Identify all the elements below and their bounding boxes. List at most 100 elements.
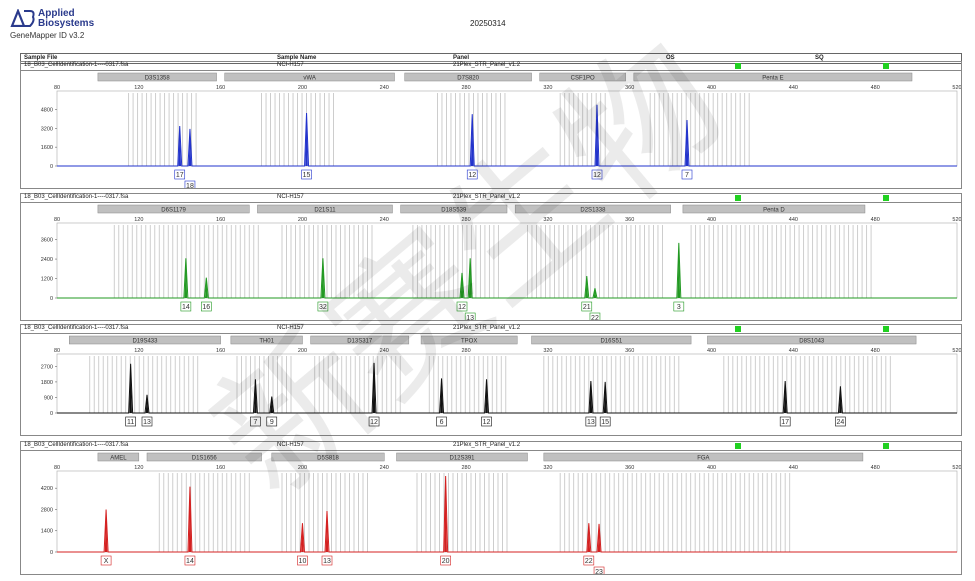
panel-name: 21Plex_STR_Panel_v1.2 <box>453 325 521 331</box>
x-tick-label: 160 <box>216 348 225 354</box>
y-tick-label: 4200 <box>41 486 53 492</box>
locus-label: D18S539 <box>441 208 467 214</box>
locus-label: TPOX <box>461 339 477 345</box>
y-tick-label: 4800 <box>41 107 53 113</box>
x-tick-label: 200 <box>298 217 307 223</box>
allele-label-box <box>201 301 212 312</box>
allele-label-box <box>368 416 380 427</box>
allele-label: 14 <box>182 304 190 311</box>
sample-name: NCI-H157 <box>277 442 304 448</box>
allele-label-box <box>466 169 478 180</box>
allele-label: 20 <box>442 558 450 565</box>
sample-name: NCI-H157 <box>277 62 304 68</box>
peak-mark <box>587 523 591 552</box>
sq-quality-flag <box>883 63 889 69</box>
locus-label: TH01 <box>259 339 274 345</box>
x-tick-label: 520 <box>952 85 961 91</box>
allele-label: X <box>104 558 109 565</box>
peak-mark <box>444 476 447 552</box>
x-tick-label: 80 <box>54 217 60 223</box>
allele-label-box <box>174 169 186 180</box>
x-tick-label: 80 <box>54 348 60 354</box>
allele-label-box <box>599 416 611 427</box>
electropherogram-panel: 18_B03_CellIdentification-1----0317.fsa N… <box>20 324 962 436</box>
allele-label-box <box>250 416 261 427</box>
locus-label: D13S317 <box>347 339 373 345</box>
peak-mark <box>145 394 149 413</box>
locus-bar <box>420 335 518 345</box>
x-tick-label: 120 <box>134 217 143 223</box>
allele-label: 13 <box>587 419 595 426</box>
locus-bar <box>97 72 217 82</box>
trace-line <box>57 104 957 167</box>
plot-frame <box>56 353 958 414</box>
allele-label: 6 <box>440 419 444 426</box>
y-tick-label: 1400 <box>41 529 53 535</box>
allele-label-box <box>321 555 333 566</box>
allele-label: 13 <box>143 419 151 426</box>
y-tick-label: 3600 <box>41 238 53 244</box>
sample-name: NCI-H157 <box>277 194 304 200</box>
x-tick-label: 360 <box>625 85 634 91</box>
allele-label: 14 <box>186 558 194 565</box>
allele-label-box <box>464 312 476 320</box>
allele-label: 24 <box>837 419 845 426</box>
sample-file: 18_B03_CellIdentification-1----0317.fsa <box>24 194 129 200</box>
allele-label-box <box>581 301 593 312</box>
x-tick-label: 280 <box>461 348 470 354</box>
peak-mark <box>184 258 188 298</box>
x-tick-label: 280 <box>461 217 470 223</box>
x-tick-label: 240 <box>380 465 389 471</box>
sample-name: NCI-H157 <box>277 325 304 331</box>
os-quality-flag <box>735 63 741 69</box>
os-quality-flag <box>735 443 741 449</box>
column-header-sq: SQ <box>815 54 824 61</box>
locus-bar <box>633 72 913 82</box>
x-tick-label: 80 <box>54 85 60 91</box>
x-tick-label: 120 <box>134 465 143 471</box>
x-tick-label: 440 <box>789 348 798 354</box>
allele-label: 22 <box>585 558 593 565</box>
y-tick-label: 2800 <box>41 507 53 513</box>
allele-label-box <box>266 416 278 427</box>
x-tick-label: 400 <box>707 85 716 91</box>
x-tick-label: 200 <box>298 85 307 91</box>
y-tick-label: 1600 <box>41 145 53 151</box>
locus-bar <box>97 204 250 214</box>
allele-label: 12 <box>458 304 466 311</box>
locus-label: D3S1358 <box>145 76 171 82</box>
allele-label: 3 <box>677 304 681 311</box>
locus-bar <box>514 204 671 214</box>
table-header-row: Sample File Sample Name Panel OS SQ <box>20 53 962 64</box>
locus-label: D16S51 <box>600 339 622 345</box>
locus-bar <box>97 452 140 462</box>
sample-file: 18_B03_CellIdentification-1----0317.fsa <box>24 325 129 331</box>
x-tick-label: 240 <box>380 217 389 223</box>
locus-label: AMEL <box>110 456 127 462</box>
allele-label-box <box>481 416 492 427</box>
panel-name: 21Plex_STR_Panel_v1.2 <box>453 442 521 448</box>
sample-info-row: 18_B03_CellIdentification-1----0317.fsa N… <box>21 194 961 203</box>
allele-label-box <box>589 312 601 320</box>
x-tick-label: 440 <box>789 217 798 223</box>
peak-mark <box>595 104 599 166</box>
allele-label-box <box>184 180 196 188</box>
locus-bar <box>146 452 262 462</box>
peak-mark <box>129 363 132 413</box>
brand-name: Applied Biosystems <box>38 9 94 29</box>
locus-bar <box>400 204 508 214</box>
sq-quality-flag <box>883 443 889 449</box>
peak-mark <box>685 120 689 166</box>
allele-label-box <box>440 555 451 566</box>
locus-bar <box>543 452 864 462</box>
locus-bar <box>69 335 221 345</box>
locus-bar <box>230 335 303 345</box>
peak-mark <box>104 509 108 552</box>
allele-label-box <box>591 169 603 180</box>
peak-mark <box>270 396 274 413</box>
allele-label: 7 <box>685 172 689 179</box>
locus-bar <box>707 335 917 345</box>
allele-label-box <box>180 301 192 312</box>
